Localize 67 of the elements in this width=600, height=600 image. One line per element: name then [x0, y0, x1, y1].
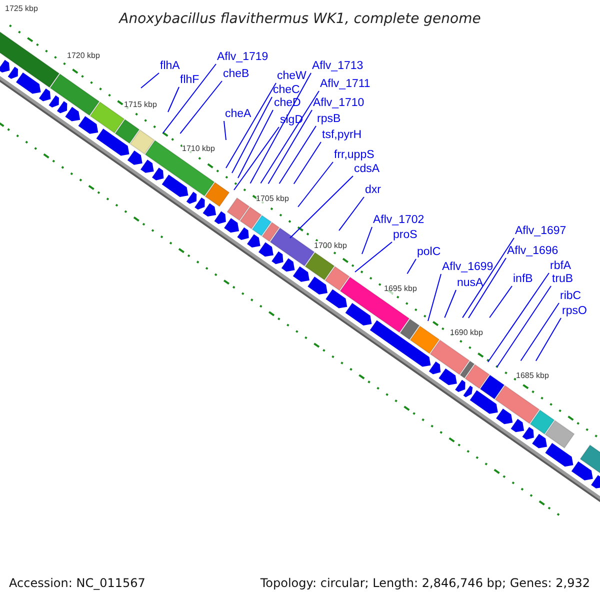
gene-label: tsf,pyrH — [322, 129, 362, 142]
gene-label: Aflv_1711 — [320, 78, 370, 91]
leader-line — [140, 72, 160, 88]
gene-label: proS — [393, 229, 418, 242]
leader-line — [290, 176, 354, 238]
gene-label: ribC — [560, 290, 582, 303]
leader-line — [362, 226, 372, 254]
leader-line — [489, 286, 512, 318]
gene-label: Aflv_1713 — [312, 60, 364, 73]
leader-line — [496, 286, 552, 368]
gene-label: dxr — [365, 184, 381, 197]
leader-line — [234, 126, 280, 190]
gene-label: cheA — [225, 108, 252, 121]
leader-line — [520, 302, 560, 362]
gene-label: Aflv_1697 — [515, 225, 566, 238]
gene-label: truB — [552, 273, 574, 286]
gene-label: cdsA — [354, 163, 380, 176]
leader-line — [338, 196, 364, 232]
leader-line — [354, 242, 392, 272]
leader-line — [298, 162, 334, 208]
gene-label: cheC — [273, 84, 300, 97]
gene-label: polC — [417, 246, 441, 259]
leader-line — [232, 96, 272, 174]
position-label: 1725 kbp — [5, 4, 38, 14]
position-label: 1695 kbp — [384, 284, 417, 294]
gene-label: flhF — [180, 74, 200, 87]
gene-label: flhA — [160, 60, 180, 73]
genome-stats-label: Topology: circular; Length: 2,846,746 bp; Genes: 2,932 — [260, 575, 590, 592]
gene-label: nusA — [457, 277, 484, 290]
position-label: 1690 kbp — [450, 328, 483, 338]
position-label: 1705 kbp — [256, 194, 289, 204]
leader-line — [260, 90, 320, 184]
gene-label: infB — [513, 273, 533, 286]
gene-label: frr,uppS — [334, 149, 374, 162]
gene-label: cheB — [223, 68, 250, 81]
leader-line — [462, 238, 514, 318]
leader-line — [224, 120, 226, 140]
leader-line — [238, 110, 274, 178]
accession-label: Accession: NC_011567 — [9, 575, 146, 592]
leader-line — [278, 126, 316, 184]
leader-line — [406, 258, 416, 274]
position-label: 1700 kbp — [314, 241, 347, 251]
leader-line — [168, 86, 180, 112]
gene-label: cheW — [277, 70, 306, 83]
gene-label: Aflv_1702 — [373, 214, 424, 227]
leader-line — [268, 110, 312, 184]
position-label: 1715 kbp — [124, 100, 157, 110]
gene-label: rbfA — [550, 260, 572, 273]
leader-line — [250, 72, 312, 184]
position-label: 1685 kbp — [516, 371, 549, 381]
leader-line — [428, 274, 442, 322]
leader-line — [468, 258, 506, 318]
gene-label: rpsO — [562, 305, 587, 318]
leader-line — [226, 82, 276, 168]
leader-line — [293, 142, 322, 184]
gene-label: Aflv_1696 — [507, 245, 558, 258]
gene-label: Aflv_1719 — [217, 51, 268, 64]
leader-line — [535, 318, 562, 362]
position-label: 1710 kbp — [182, 144, 215, 154]
leader-line — [180, 80, 222, 134]
gene-label: Aflv_1710 — [313, 97, 364, 110]
leader-line — [162, 64, 216, 134]
gene-label: Aflv_1699 — [442, 261, 494, 274]
leader-line — [444, 290, 456, 318]
gene-label: rpsB — [317, 113, 341, 126]
position-label: 1720 kbp — [67, 51, 100, 61]
leader-line — [488, 272, 550, 362]
